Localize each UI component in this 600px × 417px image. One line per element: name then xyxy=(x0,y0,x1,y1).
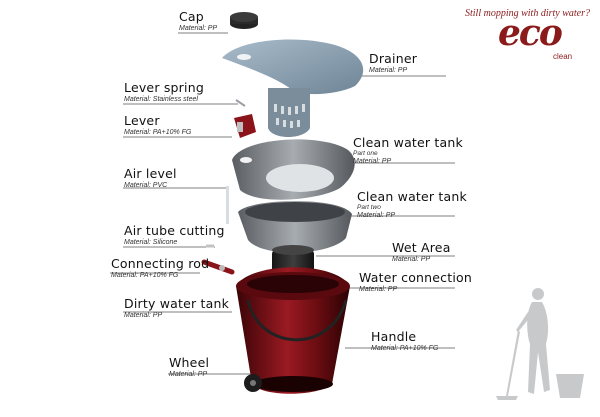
label-wet-area: Wet Area Material: PP xyxy=(392,240,451,263)
label-title: Clean water tank xyxy=(353,135,463,150)
label-title: Air tube cutting xyxy=(124,223,225,238)
label-material: Material: PA+10% FG xyxy=(124,128,192,136)
logo-word: eco xyxy=(498,12,563,54)
clean-tank-part-one xyxy=(232,139,355,200)
label-title: Lever spring xyxy=(124,80,204,95)
label-material: Material: PVC xyxy=(124,181,168,189)
label-clean-water-tank-part-two: Clean water tank Part two Material: PP xyxy=(357,189,467,219)
label-material: Material: PA+10% FG xyxy=(111,271,179,279)
label-handle: Handle Material: PA+10% FG xyxy=(371,329,439,352)
label-title: Handle xyxy=(371,329,417,344)
mopping-person-silhouette xyxy=(496,288,584,400)
label-air-level: Air level Material: PVC xyxy=(124,166,177,189)
label-dirty-water-tank: Dirty water tank Material: PP xyxy=(124,296,230,319)
label-title: Wheel xyxy=(169,355,210,370)
label-drainer: Drainer Material: PP xyxy=(369,51,418,74)
dirty-tank-part xyxy=(236,267,350,394)
label-material: Material: PP xyxy=(359,285,398,293)
label-clean-water-tank-part-one: Clean water tank Part one Material: PP xyxy=(353,135,463,165)
label-title: Dirty water tank xyxy=(124,296,230,311)
label-material: Material: PP xyxy=(169,370,208,378)
wheel-part xyxy=(244,374,262,392)
label-material: Material: PP xyxy=(392,255,431,263)
air-level-part xyxy=(226,186,229,224)
label-title: Clean water tank xyxy=(357,189,467,204)
label-connecting-rod: Connecting rod Material: PA+10% FG xyxy=(111,256,210,279)
label-title: Lever xyxy=(124,113,160,128)
label-material: Material: PP xyxy=(124,311,163,319)
logo-subword: clean xyxy=(553,52,573,61)
leader-lines xyxy=(110,32,455,375)
cap-part xyxy=(230,12,258,29)
label-subtitle: Part one xyxy=(353,149,378,157)
label-lever-spring: Lever spring Material: Stainless steel xyxy=(124,80,204,103)
label-material: Material: PP xyxy=(353,158,392,165)
label-material: Material: PA+10% FG xyxy=(371,344,439,352)
brand-tagline: Still mopping with dirty water? xyxy=(464,8,590,19)
eco-clean-logo: eco clean xyxy=(498,12,588,64)
label-title: Cap xyxy=(179,9,204,24)
label-material: Material: PP xyxy=(357,212,396,219)
label-air-tube-cutting: Air tube cutting Material: Silicone xyxy=(124,223,225,246)
label-lever: Lever Material: PA+10% FG xyxy=(124,113,192,136)
label-water-connection: Water connection Material: PP xyxy=(359,270,472,293)
drainer-part xyxy=(222,39,364,137)
lever-spring-part xyxy=(235,99,246,107)
label-title: Air level xyxy=(124,166,177,181)
label-title: Connecting rod xyxy=(111,256,210,271)
label-title: Water connection xyxy=(359,270,472,285)
label-material: Material: PP xyxy=(179,24,218,32)
label-material: Material: Stainless steel xyxy=(124,95,198,103)
label-cap: Cap Material: PP xyxy=(179,9,218,32)
connecting-rod-part xyxy=(201,259,235,275)
label-subtitle: Part two xyxy=(357,203,381,211)
label-material: Material: Silicone xyxy=(124,238,178,246)
label-title: Drainer xyxy=(369,51,418,66)
label-wheel: Wheel Material: PP xyxy=(169,355,210,378)
handle-part xyxy=(246,299,348,342)
clean-tank-part-two xyxy=(238,201,352,253)
label-material: Material: PP xyxy=(369,66,408,74)
label-title: Wet Area xyxy=(392,240,451,255)
lever-part xyxy=(234,114,256,138)
